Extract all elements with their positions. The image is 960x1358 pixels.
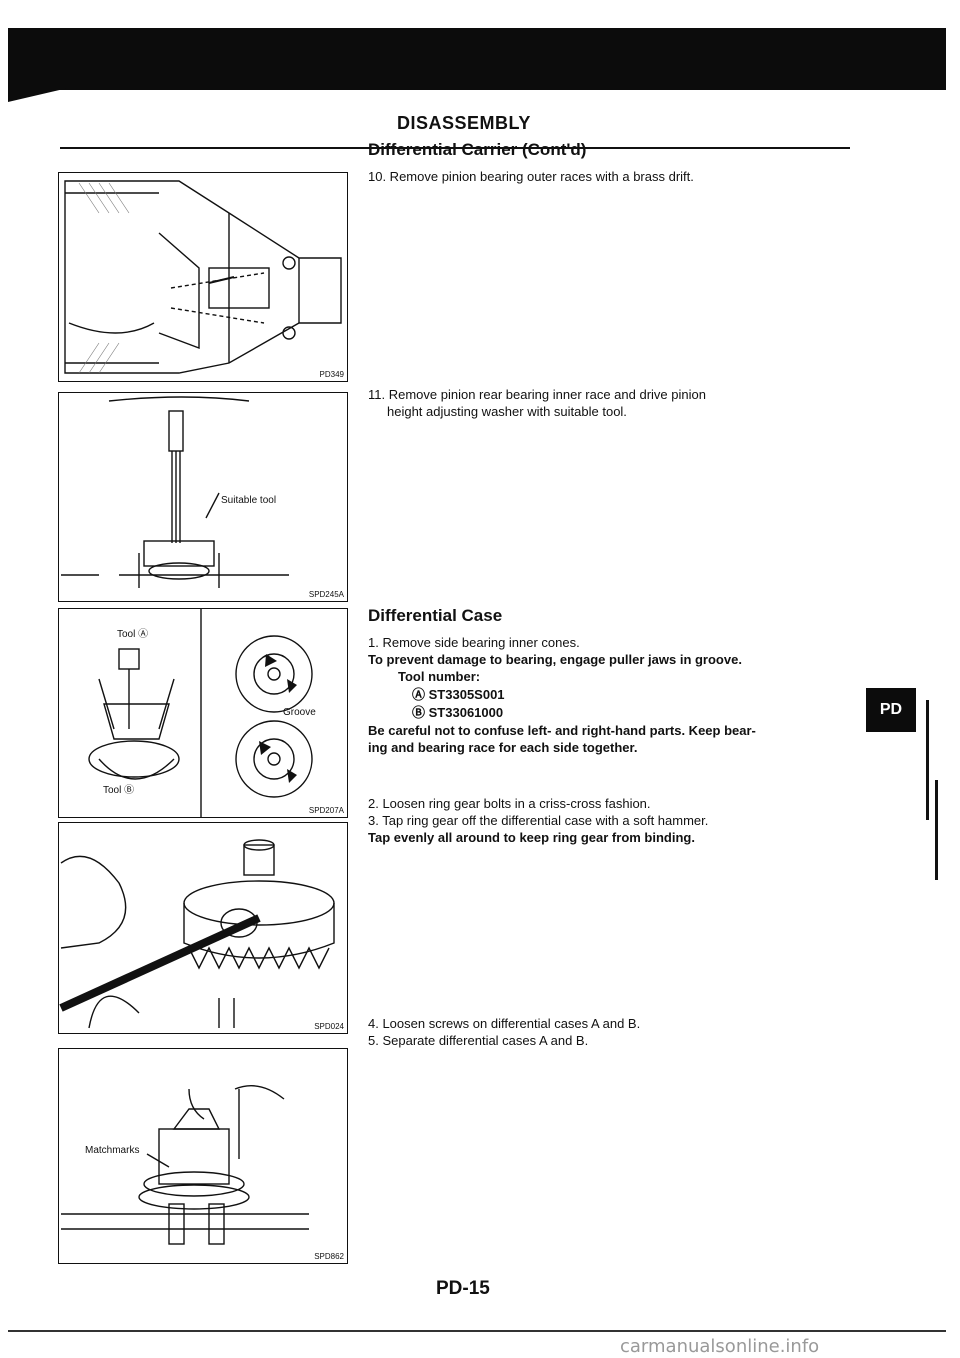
figure-spd207a-drawing <box>88 609 313 817</box>
figure-label-tool-a: Tool Ⓐ <box>117 629 149 640</box>
step-10: 10. Remove pinion bearing outer races wi… <box>368 169 694 184</box>
step-11-line1: 11. Remove pinion rear bearing inner rac… <box>368 387 706 402</box>
tool-b-number: ST33061000 <box>428 705 504 720</box>
case-step-5: 5. Separate differential cases A and B. <box>368 1033 589 1048</box>
figure-spd862: Matchmarks SPD862 <box>58 1048 348 1264</box>
tool-a-icon: Ⓐ <box>412 688 426 703</box>
edge-mark <box>926 700 929 820</box>
title-rule <box>60 147 850 149</box>
tool-number-label: Tool number: <box>398 669 481 684</box>
case-caution-2-line1: Be careful not to confuse left- and righ… <box>368 723 756 738</box>
figure-spd245a: Suitable tool SPD245A <box>58 392 348 602</box>
case-step-4: 4. Loosen screws on differential cases A… <box>368 1016 641 1031</box>
header-bar <box>8 28 946 90</box>
header-bar-wedge <box>8 88 68 102</box>
tool-a-number: ST3305S001 <box>428 687 505 702</box>
case-title: Differential Case <box>368 606 503 625</box>
figure-code: SPD024 <box>314 1022 344 1031</box>
watermark: carmanualsonline.info <box>620 1336 820 1357</box>
figure-label-suitable-tool: Suitable tool <box>221 495 277 506</box>
case-caution-3: Tap evenly all around to keep ring gear … <box>368 830 695 845</box>
subsection-title: Differential Carrier (Cont'd) <box>368 140 587 159</box>
tool-b-row: Ⓑ ST33061000 <box>412 704 902 722</box>
figure-spd245a-drawing <box>61 396 289 588</box>
case-step-2: 2. Loosen ring gear bolts in a criss-cro… <box>368 796 651 811</box>
page-number: PD-15 <box>436 1278 490 1299</box>
tool-a-row: Ⓐ ST3305S001 <box>412 686 902 704</box>
case-step-1: 1. Remove side bearing inner cones. <box>368 635 580 650</box>
figure-label-tool-b: Tool Ⓑ <box>103 785 135 796</box>
figure-spd862-drawing <box>61 1085 309 1245</box>
figure-code: SPD862 <box>314 1252 344 1261</box>
tool-b-icon: Ⓑ <box>412 706 426 721</box>
section-title: DISASSEMBLY <box>397 113 531 133</box>
figure-spd024-drawing <box>59 839 335 1029</box>
case-step-3: 3. Tap ring gear off the differential ca… <box>368 813 709 828</box>
section-tab-label: PD <box>879 701 903 718</box>
figure-pd349: PD349 <box>58 172 348 382</box>
edge-mark <box>935 780 938 880</box>
figure-spd207a: Tool Ⓐ Tool Ⓑ Groove SPD207A <box>58 608 348 818</box>
figure-spd024: SPD024 <box>58 822 348 1034</box>
case-caution-2-line2: ing and bearing race for each side toget… <box>368 740 638 755</box>
case-caution-1: To prevent damage to bearing, engage pul… <box>368 652 742 667</box>
figure-code: PD349 <box>319 370 344 379</box>
figure-pd349-drawing <box>64 180 342 374</box>
footer-rule <box>8 1330 946 1332</box>
section-tab-pd[interactable]: PD <box>866 688 916 732</box>
figure-label-groove: Groove <box>283 707 316 718</box>
step-11-line2: height adjusting washer with suitable to… <box>387 404 627 419</box>
figure-code: SPD245A <box>308 590 344 599</box>
figure-label-matchmarks: Matchmarks <box>85 1145 140 1156</box>
figure-code: SPD207A <box>308 806 344 815</box>
